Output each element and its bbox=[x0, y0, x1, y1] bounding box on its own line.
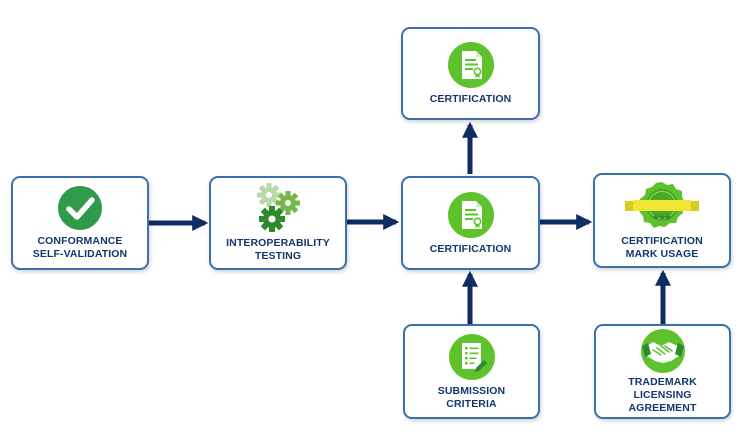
badge-seal-icon bbox=[625, 181, 699, 228]
node-certification: CERTIFICATION bbox=[401, 176, 540, 270]
handshake-icon bbox=[640, 329, 685, 373]
certificate-document-icon bbox=[447, 42, 494, 88]
node-label: INTEROPERABILITY TESTING bbox=[226, 237, 330, 262]
node-trademark-licensing-agreement: TRADEMARK LICENSING AGREEMENT bbox=[594, 324, 731, 419]
node-certification-mark-usage: CERTIFICATION MARK USAGE bbox=[593, 173, 731, 268]
certificate-document-icon bbox=[447, 191, 494, 238]
node-submission-criteria: SUBMISSION CRITERIA bbox=[403, 324, 540, 419]
node-conformance-self-validation: CONFORMANCE SELF-VALIDATION bbox=[11, 176, 149, 270]
node-certification-top: CERTIFICATION bbox=[401, 27, 540, 120]
checklist-document-icon bbox=[448, 333, 495, 380]
node-label: SUBMISSION CRITERIA bbox=[437, 384, 506, 410]
node-label: CERTIFICATION bbox=[429, 93, 512, 105]
node-interoperability-testing: INTEROPERABILITY TESTING bbox=[209, 176, 347, 270]
node-label: CERTIFICATION bbox=[429, 242, 512, 255]
node-label: CONFORMANCE SELF-VALIDATION bbox=[32, 235, 128, 260]
node-label: TRADEMARK LICENSING AGREEMENT bbox=[628, 376, 697, 414]
node-label: CERTIFICATION MARK USAGE bbox=[621, 234, 703, 260]
checkmark-circle-icon bbox=[58, 186, 102, 230]
gears-icon bbox=[257, 183, 300, 232]
